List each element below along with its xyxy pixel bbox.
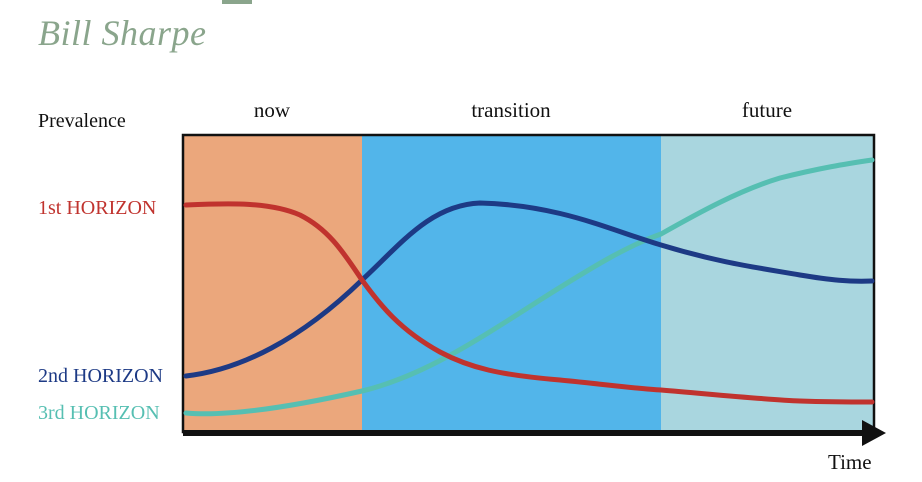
author-name: Bill Sharpe — [38, 13, 207, 53]
horizon-label-2nd: 2nd HORIZON — [38, 365, 163, 387]
phase-label-transition: transition — [471, 98, 551, 122]
y-axis-label: Prevalence — [38, 110, 126, 132]
time-axis-arrow-icon — [862, 420, 886, 446]
curve-3rd-horizon — [183, 157, 875, 417]
phase-label-future: future — [741, 98, 793, 122]
curve-1st-horizon — [183, 201, 875, 405]
phase-label-now: now — [253, 98, 291, 122]
horizon-label-1st: 1st HORIZON — [38, 197, 157, 219]
x-axis-label: Time — [828, 450, 872, 474]
top-decor-mark — [222, 0, 252, 4]
horizon-label-3rd: 3rd HORIZON — [38, 402, 160, 424]
curve-2nd-horizon — [183, 200, 875, 379]
phase-band-now — [183, 135, 362, 432]
phase-band-transition — [362, 135, 661, 432]
